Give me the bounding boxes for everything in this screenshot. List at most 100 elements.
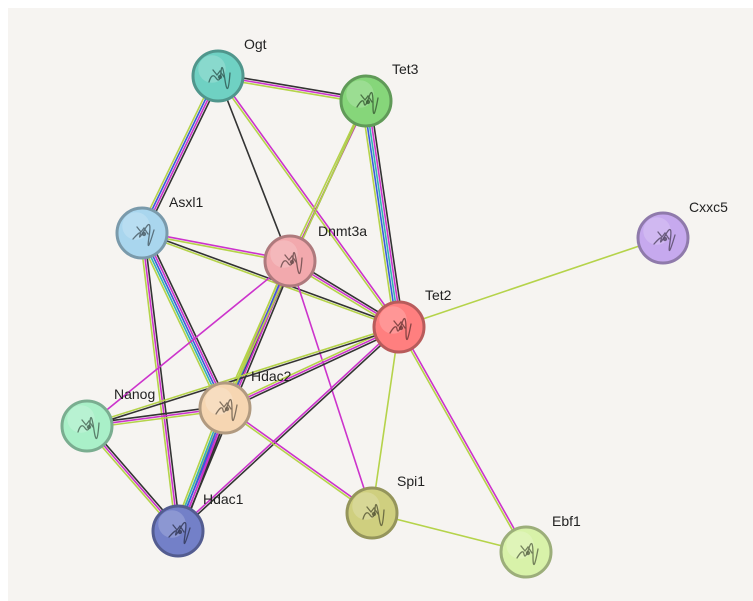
edge-evidence-line (139, 232, 177, 533)
edge-tet2-nanog[interactable] (85, 325, 401, 428)
node-spi1[interactable]: Spi1 (345, 473, 425, 540)
protein-structure-icon (208, 66, 231, 90)
edge-asxl1-hdac2[interactable] (137, 230, 230, 411)
protein-structure-icon (215, 398, 238, 422)
edge-evidence-line (223, 408, 373, 515)
edge-evidence-line (360, 100, 396, 329)
protein-structure-icon (132, 223, 155, 247)
node-ebf1[interactable]: Ebf1 (499, 513, 581, 579)
node-label: Asxl1 (169, 194, 203, 210)
edge-tet2-ebf1[interactable] (397, 325, 528, 554)
node-label: Tet2 (425, 287, 452, 303)
node-tet2[interactable]: Tet2 (372, 287, 452, 354)
edge-evidence-line (371, 326, 400, 514)
node-cxxc5[interactable]: Cxxc5 (636, 199, 728, 265)
edge-evidence-line (288, 99, 366, 262)
node-circle (372, 300, 426, 354)
node-hdac2[interactable]: Hdac2 (198, 368, 292, 435)
node-circle (198, 381, 252, 435)
edge-ogt-dnmt3a[interactable] (217, 75, 291, 262)
edge-evidence-line (85, 325, 400, 426)
node-circle (499, 525, 553, 579)
edge-evidence-line (289, 260, 373, 514)
node-nanog[interactable]: Nanog (60, 386, 155, 453)
edge-tet2-hdac2[interactable] (223, 324, 401, 411)
protein-structure-icon (177, 529, 183, 535)
edge-evidence-line (225, 328, 401, 411)
protein-structure-icon (356, 91, 379, 115)
protein-structure-icon (398, 325, 404, 331)
node-circle (191, 49, 245, 103)
protein-structure-icon (389, 317, 412, 341)
edge-hdac2-spi1[interactable] (223, 406, 374, 515)
edge-tet3-tet2[interactable] (360, 99, 405, 329)
node-tet3[interactable]: Tet3 (339, 61, 419, 128)
node-circle (345, 486, 399, 540)
edge-evidence-line (177, 327, 401, 533)
edge-dnmt3a-spi1[interactable] (289, 260, 373, 514)
edge-ogt-asxl1[interactable] (138, 73, 222, 236)
edge-evidence-line (139, 233, 224, 410)
edge-evidence-line (144, 76, 222, 236)
node-asxl1[interactable]: Asxl1 (115, 194, 203, 260)
protein-structure-icon (217, 74, 223, 80)
edge-evidence-line (140, 74, 218, 234)
node-label: Nanog (114, 386, 155, 402)
edge-evidence-line (145, 230, 230, 407)
edge-dnmt3a-nanog[interactable] (86, 260, 291, 427)
edge-evidence-line (142, 75, 220, 235)
edge-evidence-line (223, 324, 399, 407)
edge-evidence-line (86, 260, 291, 427)
protein-structure-icon (86, 424, 92, 430)
edge-evidence-line (138, 73, 216, 233)
edge-evidence-line (141, 232, 179, 532)
edge-evidence-line (86, 327, 401, 428)
node-label: Hdac2 (251, 368, 292, 384)
protein-structure-icon (525, 550, 531, 556)
protein-structure-icon (289, 259, 295, 265)
edge-evidence-line (143, 231, 228, 408)
protein-structure-icon (365, 99, 371, 105)
protein-structure-icon (141, 231, 147, 237)
node-circle (339, 74, 393, 128)
edge-evidence-line (141, 232, 226, 409)
edge-evidence-line (143, 231, 181, 532)
edge-evidence-line (176, 325, 400, 531)
node-label: Dnmt3a (318, 223, 367, 239)
edge-evidence-line (224, 326, 400, 409)
edge-evidence-line (399, 325, 528, 553)
edge-asxl1-hdac1[interactable] (139, 231, 181, 533)
edge-tet2-hdac1[interactable] (176, 325, 401, 533)
edge-ogt-tet2[interactable] (216, 74, 401, 329)
protein-structure-icon (224, 406, 230, 412)
protein-structure-icon (77, 416, 100, 440)
edge-evidence-line (218, 74, 401, 328)
node-dnmt3a[interactable]: Dnmt3a (263, 223, 367, 288)
node-label: Ogt (244, 36, 267, 52)
edge-evidence-line (216, 75, 399, 329)
protein-structure-icon (516, 542, 539, 566)
edge-evidence-line (367, 99, 402, 328)
protein-structure-icon (662, 236, 668, 242)
node-label: Hdac1 (203, 491, 244, 507)
node-label: Tet3 (392, 61, 419, 77)
node-hdac1[interactable]: Hdac1 (151, 491, 244, 558)
edge-evidence-line (365, 100, 400, 328)
node-circle (263, 234, 317, 288)
edge-evidence-line (398, 237, 664, 328)
node-circle (60, 399, 114, 453)
node-label: Spi1 (397, 473, 425, 489)
protein-structure-icon (371, 511, 377, 517)
protein-structure-icon (280, 251, 303, 275)
edge-evidence-line (217, 75, 291, 262)
node-label: Ebf1 (552, 513, 581, 529)
edge-tet2-spi1[interactable] (371, 326, 400, 514)
node-label: Cxxc5 (689, 199, 728, 215)
edge-evidence-line (137, 234, 222, 411)
node-ogt[interactable]: Ogt (191, 36, 267, 103)
edge-tet2-cxxc5[interactable] (398, 237, 664, 328)
edge-evidence-line (363, 100, 398, 329)
